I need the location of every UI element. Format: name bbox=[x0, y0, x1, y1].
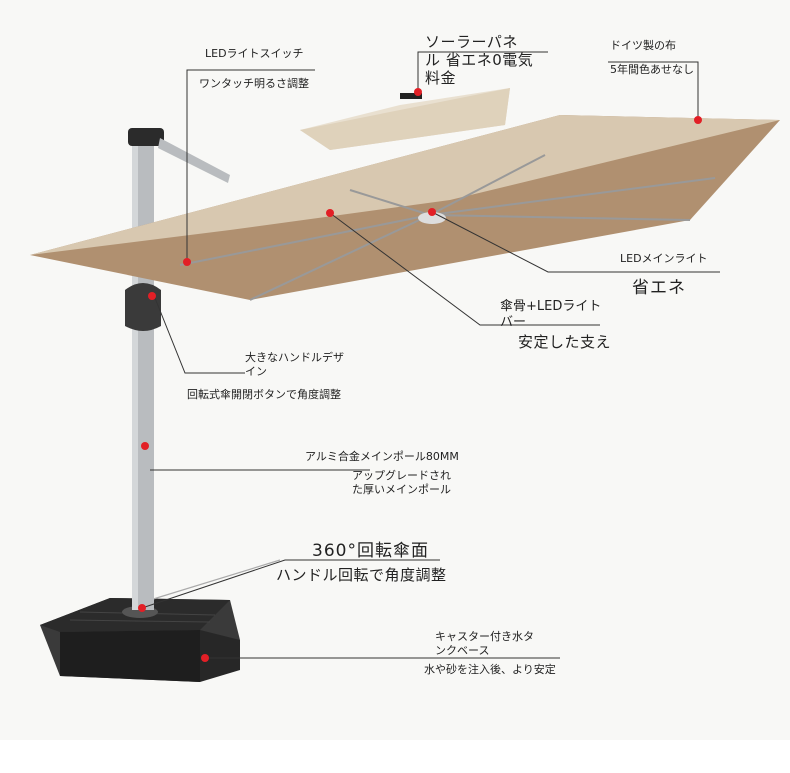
solar-panel-title-3: 料金 bbox=[425, 69, 457, 87]
pole-desc: アップグレードされ bbox=[352, 469, 451, 482]
handle-title: 大きなハンドルデザ bbox=[245, 351, 344, 364]
marker-dots bbox=[138, 88, 702, 662]
base-title: キャスター付き水タ bbox=[435, 630, 534, 643]
umbrella-canopy bbox=[30, 88, 780, 301]
led-main-light-desc: 省エネ bbox=[632, 278, 686, 298]
rotate-title: 360°回転傘面 bbox=[312, 541, 429, 561]
rib-led-bar-title-2: バー bbox=[500, 315, 527, 330]
solar-panel-title: ソーラーパネ bbox=[425, 33, 518, 51]
rib-led-bar-title: 傘骨+LEDライト bbox=[500, 299, 602, 314]
led-main-light-title: LEDメインライト bbox=[620, 252, 708, 265]
base-title-2: ンクベース bbox=[435, 644, 490, 657]
handle-block bbox=[125, 283, 161, 331]
water-tank-base bbox=[40, 598, 240, 682]
handle-desc: 回転式傘開閉ボタンで角度調整 bbox=[187, 388, 341, 401]
base-desc: 水や砂を注入後、より安定 bbox=[424, 663, 556, 676]
fabric-desc: 5年間色あせなし bbox=[610, 63, 694, 76]
pole-desc-2: た厚いメインポール bbox=[352, 483, 451, 496]
rib-led-bar-desc: 安定した支え bbox=[518, 333, 612, 351]
support-cable bbox=[149, 559, 281, 601]
pole-title: アルミ合金メインポール80MM bbox=[305, 450, 459, 463]
rotate-desc: ハンドル回転で角度調整 bbox=[276, 566, 447, 584]
fabric-title: ドイツ製の布 bbox=[610, 39, 676, 52]
led-switch-desc: ワンタッチ明るさ調整 bbox=[199, 77, 309, 90]
handle-title-2: イン bbox=[245, 365, 267, 378]
bottom-band bbox=[0, 740, 790, 773]
solar-panel-title-2: ル 省エネ0電気 bbox=[425, 51, 534, 69]
main-pole bbox=[125, 128, 230, 610]
led-switch-title: LEDライトスイッチ bbox=[205, 47, 304, 60]
leader-lines bbox=[141, 51, 720, 659]
solar-panel bbox=[400, 93, 422, 99]
